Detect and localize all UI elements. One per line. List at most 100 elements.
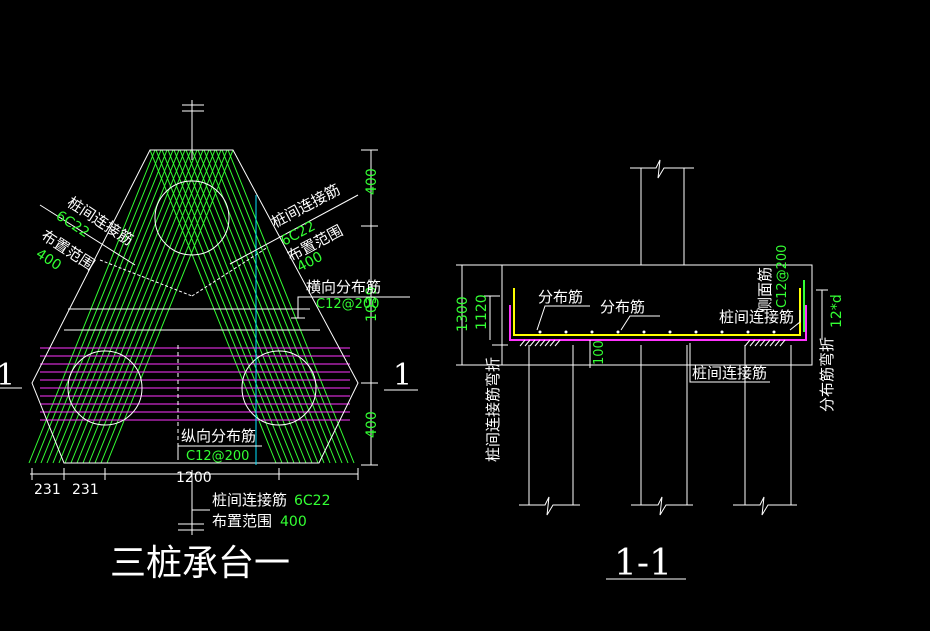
hatch-mark bbox=[764, 339, 771, 347]
dim-right-400-top: 400 bbox=[364, 168, 380, 195]
bar-dot bbox=[746, 330, 750, 334]
diagonal-bar-line bbox=[185, 149, 313, 464]
horiz-dist-name: 横向分布筋 bbox=[306, 278, 381, 296]
dim-bottom-231-b: 231 bbox=[72, 482, 99, 498]
label-side-bar: C12@200 bbox=[775, 245, 790, 308]
diagonal-bar-line bbox=[197, 149, 325, 464]
diagonal-bar-line bbox=[52, 149, 180, 464]
range-line-right bbox=[191, 246, 269, 297]
pile-top bbox=[154, 180, 230, 256]
diagonal-bar-line bbox=[100, 149, 228, 464]
section-mark-right: 1 bbox=[393, 358, 412, 393]
hatch-mark bbox=[524, 339, 531, 347]
label-side: 侧面筋 bbox=[756, 267, 774, 312]
pile-bottom-left bbox=[67, 350, 143, 426]
hatch-mark bbox=[774, 339, 781, 347]
diagonal-bar-line bbox=[70, 149, 198, 464]
dim-100: 100 bbox=[592, 340, 607, 365]
diagonal-bar-line bbox=[179, 149, 307, 464]
dim-bottom-231-a: 231 bbox=[34, 482, 61, 498]
bar-hatch-marks bbox=[519, 339, 786, 347]
bar-dot bbox=[616, 330, 620, 334]
section-title: 1-1 bbox=[614, 543, 672, 584]
label-dist2: 分布筋 bbox=[600, 298, 645, 316]
diagonal-bar-line bbox=[88, 149, 216, 464]
diagonal-bar-band-right bbox=[28, 149, 234, 464]
leader-pile-conn-bottom bbox=[689, 343, 770, 383]
hatch-mark bbox=[554, 339, 561, 347]
label-12d: 12*d bbox=[829, 294, 845, 328]
horiz-dist-bar: C12@200 bbox=[316, 297, 379, 312]
diagonal-bar-band-left bbox=[149, 149, 355, 464]
diagonal-bar-line bbox=[64, 149, 192, 464]
bottom-range: 布置范围 bbox=[212, 512, 272, 530]
plan-title: 三桩承台一 bbox=[110, 543, 290, 584]
dim-1300: 1300 bbox=[455, 296, 471, 332]
diagonal-bar-line bbox=[28, 149, 156, 464]
long-dist-bar: C12@200 bbox=[186, 449, 249, 464]
section-mark-left: 1 bbox=[0, 358, 15, 393]
cap-section bbox=[501, 264, 813, 366]
dim-bottom-1200: 1200 bbox=[176, 470, 212, 486]
section-view: 1300 1120 100 桩间连接筋弯折 侧面筋 C12@200 12*d 分… bbox=[455, 159, 845, 584]
hatch-mark bbox=[534, 339, 541, 347]
bar-dot bbox=[668, 330, 672, 334]
leader-dist2 bbox=[620, 315, 660, 331]
label-pile-conn-bottom: 桩间连接筋 bbox=[692, 364, 767, 382]
bottom-range-val: 400 bbox=[280, 514, 307, 530]
bar-dot bbox=[564, 330, 568, 334]
leader-pile-conn bbox=[789, 310, 801, 331]
diagonal-bar-line bbox=[227, 149, 355, 464]
longitudinal-distribution-bars bbox=[40, 347, 350, 421]
diagonal-bar-line bbox=[191, 149, 319, 464]
diagonal-bar-line bbox=[34, 149, 162, 464]
hatch-mark bbox=[549, 339, 556, 347]
diagonal-bar-line bbox=[46, 149, 174, 464]
pile-middle-section bbox=[631, 345, 693, 516]
bar-dot bbox=[590, 330, 594, 334]
diagonal-bar-line bbox=[82, 149, 210, 464]
hatch-mark bbox=[759, 339, 766, 347]
bar-dots bbox=[538, 330, 776, 334]
label-right-bend: 分布筋弯折 bbox=[818, 337, 836, 412]
hatch-mark bbox=[539, 339, 546, 347]
dim-right-1039: 1039 bbox=[364, 286, 380, 322]
leader-left bbox=[39, 204, 136, 266]
long-dist-name: 纵向分布筋 bbox=[181, 427, 256, 445]
bar-dot bbox=[694, 330, 698, 334]
diagonal-bar-line bbox=[76, 149, 204, 464]
bar-dot bbox=[642, 330, 646, 334]
diagonal-bar-line bbox=[155, 149, 283, 464]
diagonal-bar-line bbox=[173, 149, 301, 464]
bottom-bar: 6C22 bbox=[294, 493, 331, 509]
dim-1120: 1120 bbox=[474, 294, 490, 330]
pile-left-section bbox=[519, 345, 580, 516]
label-dist1: 分布筋 bbox=[538, 288, 583, 306]
hatch-mark bbox=[779, 339, 786, 347]
dim-right-400-bottom: 400 bbox=[364, 411, 380, 438]
diagonal-bar-line bbox=[167, 149, 295, 464]
diagonal-bar-line bbox=[149, 149, 277, 464]
column-break bbox=[630, 159, 694, 179]
pile-bottom-right bbox=[241, 350, 317, 426]
diagonal-bar-line bbox=[161, 149, 289, 464]
diagonal-bar-line bbox=[221, 149, 349, 464]
hatch-mark bbox=[544, 339, 551, 347]
bar-dot bbox=[772, 330, 776, 334]
pile-cap-outline bbox=[31, 149, 359, 464]
label-left-bend: 桩间连接筋弯折 bbox=[484, 357, 502, 462]
hatch-mark bbox=[519, 339, 526, 347]
hatch-mark bbox=[754, 339, 761, 347]
leader-long-dist bbox=[177, 445, 262, 460]
diagonal-bar-line bbox=[58, 149, 186, 464]
label-pile-conn: 桩间连接筋 bbox=[719, 308, 794, 326]
range-line-left bbox=[99, 259, 193, 297]
hatch-mark bbox=[769, 339, 776, 347]
bottom-name: 桩间连接筋 bbox=[212, 491, 287, 509]
hatch-mark bbox=[529, 339, 536, 347]
diagonal-bar-line bbox=[106, 149, 234, 464]
diagonal-bar-line bbox=[215, 149, 343, 464]
leader-dist1 bbox=[536, 305, 590, 331]
hatch-mark bbox=[744, 339, 751, 347]
